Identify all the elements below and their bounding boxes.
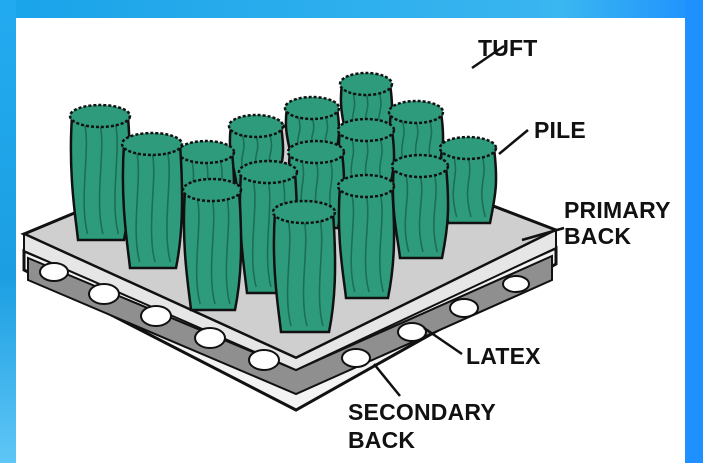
latex-leader [424, 328, 462, 354]
tuft [183, 179, 241, 310]
tuft [273, 201, 335, 332]
latex-label: LATEX [466, 344, 541, 368]
tuft [70, 105, 130, 240]
frame-right [685, 0, 703, 463]
pile-label: PILE [534, 118, 586, 142]
secondary-back-leader [374, 364, 400, 396]
secondary-back-label-line1: SECONDARY [348, 400, 496, 424]
primary-back-label-line1: PRIMARY [564, 198, 671, 222]
primary-back-label-line2: BACK [564, 224, 631, 248]
secondary-back-label-line2: BACK [348, 428, 415, 452]
tuft [338, 175, 394, 298]
frame-top [0, 0, 703, 18]
frame-left [0, 0, 16, 463]
tuft [392, 155, 448, 258]
tuft [122, 133, 182, 268]
illustration-panel: TUFT PILE PRIMARY BACK LATEX SECONDARY B… [16, 18, 685, 463]
tuft-label: TUFT [478, 36, 538, 60]
pile-leader [499, 130, 528, 154]
